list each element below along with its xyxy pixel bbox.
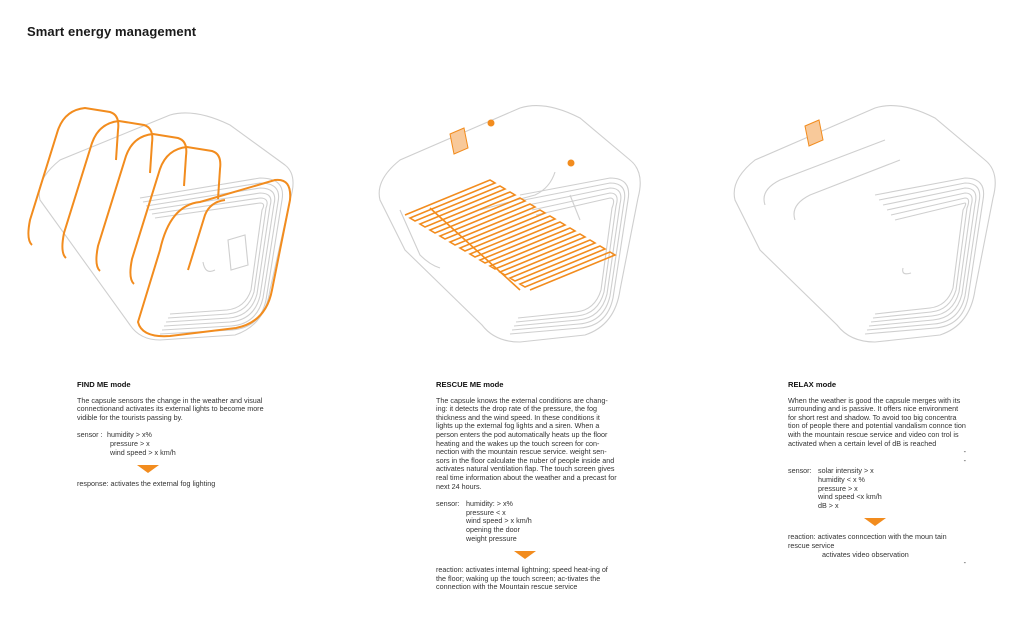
find-me-heading: FIND ME mode xyxy=(77,380,131,389)
arrow-down-icon xyxy=(514,551,536,560)
sensor-item: dB > x xyxy=(818,500,839,510)
find-me-sensors: sensor : humidity > x% pressure > x wind… xyxy=(77,431,267,457)
rescue-me-description: The capsule knows the external condition… xyxy=(436,395,617,491)
capsule-rescue-me-illustration xyxy=(378,105,641,343)
rescue-me-reaction: reaction: activates internal lightning; … xyxy=(436,565,608,592)
sensor-item: weight pressure xyxy=(466,533,517,543)
rescue-me-mode-panel: RESCUE ME mode The capsule knows the ext… xyxy=(436,380,618,592)
arrow-down-icon xyxy=(864,518,886,527)
sensor-label: sensor : xyxy=(77,430,103,440)
separator-dash: - xyxy=(963,447,966,457)
rescue-me-sensors: sensor: humidity: > x% pressure < x wind… xyxy=(436,500,618,543)
sensor-item: pressure > x xyxy=(818,483,858,493)
relax-heading: RELAX mode xyxy=(788,380,837,389)
capsule-relax-illustration xyxy=(733,105,996,343)
sensor-item: humidity: > x% xyxy=(466,499,513,509)
arrow-down-icon xyxy=(137,465,159,474)
sensor-item: pressure > x xyxy=(110,438,150,448)
sensor-item: pressure < x xyxy=(466,507,506,517)
find-me-description: The capsule sensors the change in the we… xyxy=(77,395,264,422)
sensor-item: wind speed > x km/h xyxy=(110,447,176,457)
relax-mode-panel: RELAX mode When the weather is good the … xyxy=(788,380,966,568)
relax-sensors: sensor: solar intensity > x humidity < x… xyxy=(788,467,966,510)
relax-description: When the weather is good the capsule mer… xyxy=(788,395,966,448)
separator-dash: - xyxy=(963,558,966,568)
page-title: Smart energy management xyxy=(27,24,197,39)
rescue-me-heading: RESCUE ME mode xyxy=(436,380,504,389)
sensor-item: wind speed <x km/h xyxy=(818,492,882,502)
sensor-item: humidity > x% xyxy=(107,430,152,440)
sensor-label: sensor: xyxy=(436,499,460,509)
capsule-find-me-illustration xyxy=(27,106,294,341)
sensor-item: opening the door xyxy=(466,524,520,534)
sensor-label: sensor: xyxy=(788,466,812,476)
relax-reaction-2: activates video observation xyxy=(822,549,909,559)
sensor-item: solar intensity > x xyxy=(818,466,874,476)
find-me-mode-panel: FIND ME mode The capsule sensors the cha… xyxy=(77,380,267,489)
relax-reaction: reaction: activates conncection with the… xyxy=(788,532,947,550)
sensor-item: wind speed > x km/h xyxy=(466,516,532,526)
sensor-item: humidity < x % xyxy=(818,474,865,484)
find-me-response: response: activates the external fog lig… xyxy=(77,479,216,489)
separator-dash: - xyxy=(963,455,966,465)
